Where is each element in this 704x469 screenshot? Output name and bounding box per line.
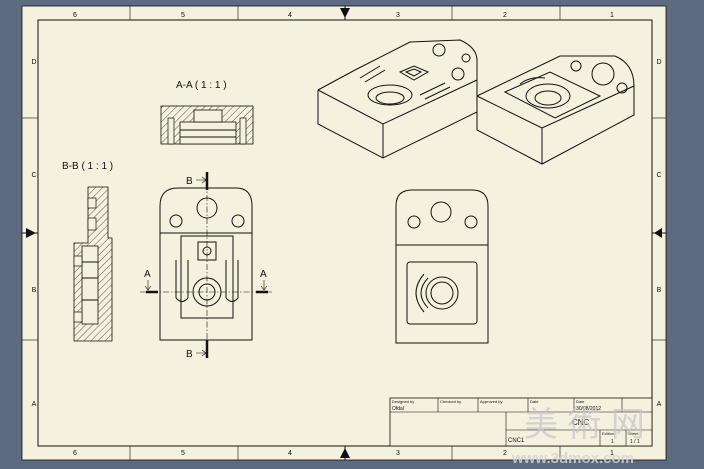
left-zone-b: B bbox=[32, 287, 37, 294]
cut-b-top-letter: B bbox=[186, 176, 193, 187]
section-aa-view bbox=[160, 105, 254, 145]
watermark-cn: 美 術 网 bbox=[524, 406, 645, 444]
tb-designer: Ofdal bbox=[392, 406, 404, 412]
bottom-zone-1: 6 bbox=[73, 450, 77, 457]
bottom-zone-3: 4 bbox=[288, 450, 292, 457]
bottom-zone-2: 5 bbox=[181, 450, 185, 457]
tb-checked-by-label: Checked by bbox=[440, 399, 461, 404]
isometric-view-2 bbox=[476, 55, 635, 165]
top-zone-5: 2 bbox=[503, 12, 507, 19]
tb-edition-label: Edition bbox=[602, 431, 614, 436]
section-aa-label: A-A ( 1 : 1 ) bbox=[176, 80, 227, 91]
top-zone-6: 1 bbox=[610, 12, 614, 19]
zone-ticks bbox=[22, 6, 666, 460]
bottom-zone-5: 2 bbox=[503, 450, 507, 457]
zone-labels: 6 5 4 3 2 1 6 5 4 3 2 1 D C B A D C B A bbox=[31, 12, 661, 457]
title-block bbox=[389, 397, 653, 447]
left-zone-d: D bbox=[31, 59, 36, 66]
bottom-zone-4: 3 bbox=[396, 450, 400, 457]
tb-part-name: CNC bbox=[572, 418, 590, 427]
tb-approved-by-label: Approved by bbox=[480, 399, 502, 404]
top-zone-3: 4 bbox=[288, 12, 292, 19]
right-zone-d: D bbox=[656, 59, 661, 66]
section-bb-view bbox=[73, 186, 113, 342]
cut-b-bottom-letter: B bbox=[186, 349, 193, 360]
cut-a-left-letter: A bbox=[144, 269, 151, 280]
tb-date-label-2: Date bbox=[576, 399, 585, 404]
top-zone-4: 3 bbox=[396, 12, 400, 19]
tb-sheet-value: 1 / 1 bbox=[630, 439, 640, 445]
cut-a-right-letter: A bbox=[260, 269, 267, 280]
tb-sheet-label: Sheet bbox=[628, 431, 639, 436]
front-view bbox=[140, 172, 272, 358]
centering-marks bbox=[22, 6, 666, 460]
watermark-url: www.3dmox.com bbox=[511, 450, 634, 467]
top-zone-2: 5 bbox=[181, 12, 185, 19]
right-zone-b: B bbox=[657, 287, 662, 294]
tb-date-label: Date bbox=[530, 399, 539, 404]
top-zone-1: 6 bbox=[73, 12, 77, 19]
bottom-view bbox=[395, 189, 489, 344]
tb-designed-by-label: Designed by bbox=[392, 399, 414, 404]
section-bb-label: B-B ( 1 : 1 ) bbox=[62, 161, 113, 172]
paper-outer bbox=[21, 5, 667, 461]
right-zone-a: A bbox=[657, 401, 662, 408]
tb-date-value: 30/08/2012 bbox=[576, 406, 601, 412]
bottom-zone-6: 1 bbox=[610, 450, 614, 457]
left-zone-c: C bbox=[31, 172, 36, 179]
tb-edition-value: 1 bbox=[611, 439, 614, 445]
tb-drawing-id: CNC1 bbox=[508, 438, 525, 444]
right-zone-c: C bbox=[656, 172, 661, 179]
left-zone-a: A bbox=[32, 401, 37, 408]
